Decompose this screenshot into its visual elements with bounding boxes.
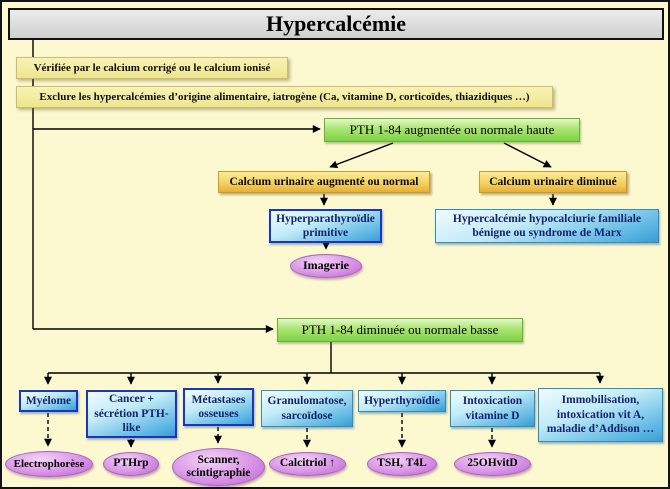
node-urinary-calcium-high: Calcium urinaire augmenté ou normal (218, 171, 430, 193)
node-pth-high: PTH 1-84 augmentée ou normale haute (324, 118, 580, 142)
node-test-tsh-t4l: TSH, T4L (367, 452, 437, 476)
node-pth-low: PTH 1-84 diminuée ou normale basse (277, 318, 523, 342)
node-test-calcitriol: Calcitriol ↑ (269, 452, 346, 476)
node-cause-granulomatosis: Granulomatose, sarcoïdose (261, 390, 353, 427)
node-test-electrophoresis: Electrophorèse (5, 451, 93, 477)
node-cause-myeloma: Myélome (19, 390, 78, 412)
node-verify-calcium: Vérifiée par le calcium corrigé ou le ca… (16, 57, 288, 79)
node-imaging-test: Imagerie (290, 254, 362, 278)
node-cause-vitamin-d-intoxication: Intoxication vitamine D (450, 390, 535, 427)
node-exclude-causes: Exclure les hypercalcémies d’origine ali… (16, 86, 553, 108)
node-cause-cancer-pth-like: Cancer + sécrétion PTH-like (86, 390, 177, 438)
node-cause-hyperthyroidism: Hyperthyroïdie (358, 390, 446, 412)
node-test-scanner-scintigraphy: Scanner, scintigraphie (172, 448, 265, 486)
node-test-25ohvitd: 25OHvitD (454, 452, 531, 476)
node-cause-immobilisation-addison: Immobilisation, intoxication vit A, mala… (538, 388, 663, 442)
diagram-title-bar: Hypercalcémie (8, 8, 664, 40)
diagram-title: Hypercalcémie (265, 11, 407, 36)
node-test-pthrp: PTHrp (103, 452, 159, 476)
node-urinary-calcium-low: Calcium urinaire diminué (479, 171, 627, 193)
node-primary-hyperparathyroidism: Hyperparathyroïdie primitive (269, 209, 382, 243)
node-marx-syndrome: Hypercalcémie hypocalciurie familiale bé… (435, 209, 659, 243)
node-cause-bone-metastases: Métastases osseuses (183, 388, 254, 426)
